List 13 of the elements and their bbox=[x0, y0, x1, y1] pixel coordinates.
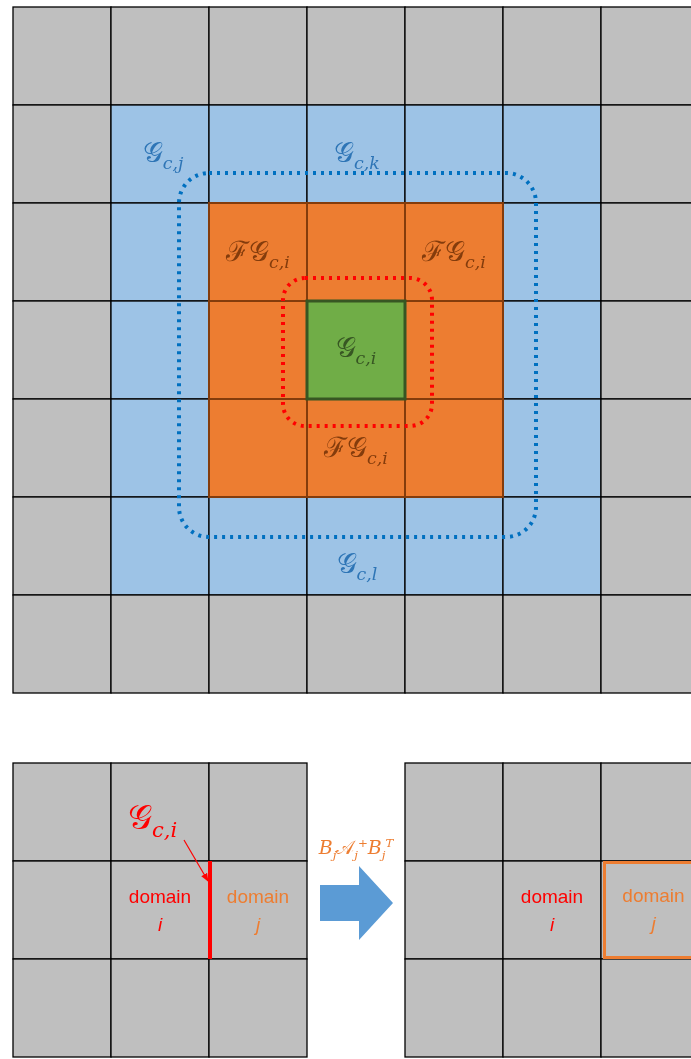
domain-label: domain i bbox=[127, 885, 193, 937]
math-label: ℱ𝒢$_{c,i}$ bbox=[226, 237, 290, 271]
domain-label: domain j bbox=[225, 885, 291, 937]
math-label: 𝒢$_{c,j}$ bbox=[142, 138, 184, 172]
domain-label: domain j bbox=[621, 884, 686, 936]
math-label: 𝒢$_{c,l}$ bbox=[336, 549, 378, 583]
math-label: ℱ𝒢$_{c,i}$ bbox=[422, 237, 486, 271]
math-label: 𝒢$_{c,i}$ bbox=[335, 333, 377, 367]
leader-arrow bbox=[183, 839, 209, 882]
math-label: ℱ𝒢$_{c,i}$ bbox=[324, 433, 388, 467]
domain-label: domain i bbox=[519, 885, 585, 937]
block-arrow bbox=[320, 866, 393, 940]
math-label: 𝒢$_{c,k}$ bbox=[334, 138, 380, 172]
